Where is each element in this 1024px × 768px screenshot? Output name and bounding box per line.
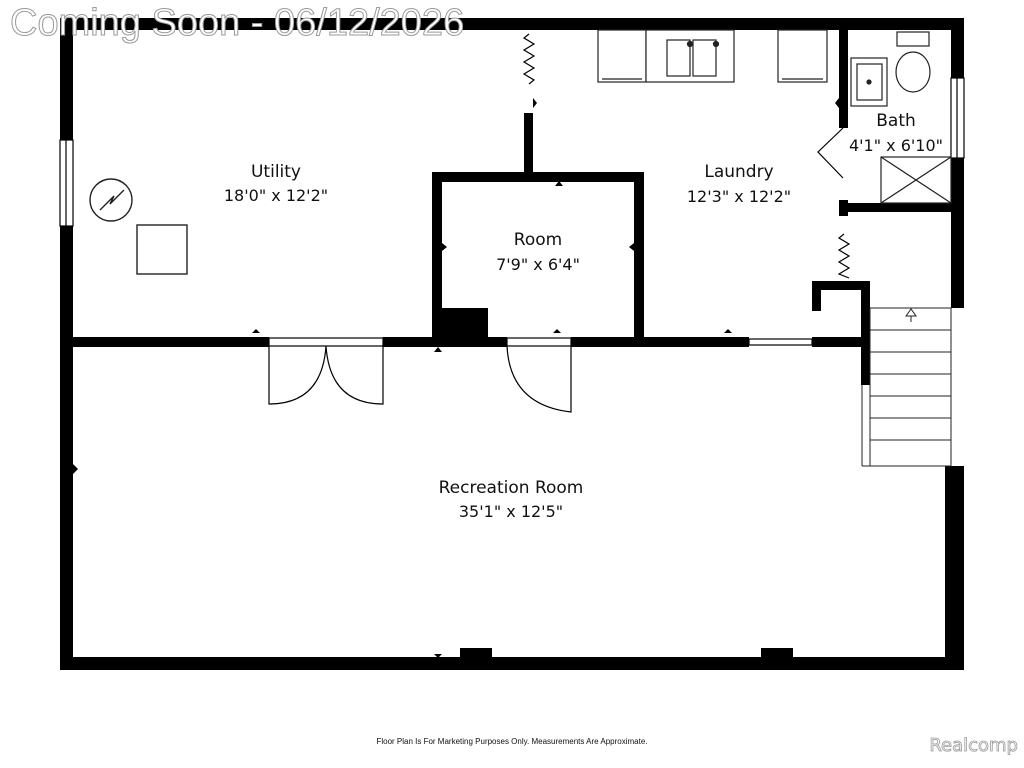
- bottom-block-1: [460, 648, 492, 660]
- doors: [268, 127, 844, 413]
- small-room-block: [442, 308, 488, 340]
- stair-wall-left: [812, 281, 821, 311]
- washer: [597, 29, 647, 83]
- outer-wall-right-upper: [951, 18, 964, 78]
- windows: [59, 77, 965, 227]
- laundry-label: Laundry: [704, 162, 773, 182]
- coming-soon-watermark: Coming Soon - 06/12/2026: [9, 2, 465, 45]
- middle-wall-b: [383, 337, 507, 347]
- bath-door: [817, 127, 844, 179]
- laundry-opening: [748, 338, 813, 346]
- small-room-top: [432, 172, 644, 182]
- bath-dims: 4'1" x 6'10": [849, 136, 943, 155]
- outer-wall-right-lower: [945, 466, 964, 670]
- room-dims: 7'9" x 6'4": [496, 255, 580, 274]
- outer-wall-right-mid: [951, 158, 964, 308]
- laundry-fixtures: [597, 29, 828, 83]
- bifold-doors: [522, 33, 851, 279]
- single-door-swing: [506, 345, 572, 413]
- utility-fixtures: [89, 178, 188, 275]
- bath-wall-bottom: [839, 203, 951, 212]
- toilet-tank: [896, 31, 930, 47]
- single-door-frame: [506, 337, 572, 347]
- recreation-room-dims: 35'1" x 12'5": [459, 502, 563, 521]
- bath-fixtures: [850, 31, 952, 204]
- double-door-frame: [268, 337, 384, 347]
- outer-wall-top: [60, 18, 964, 30]
- double-door-left-swing: [268, 345, 327, 405]
- small-room-right: [634, 172, 644, 342]
- bifold-door-laundry: [837, 233, 851, 279]
- bath-label: Bath: [876, 111, 916, 131]
- laundry-dims: 12'3" x 12'2": [687, 187, 791, 206]
- walls: [60, 18, 964, 670]
- bottom-block-2: [761, 648, 793, 660]
- bifold-door-utility: [522, 33, 536, 85]
- utility-label: Utility: [251, 162, 301, 182]
- furnace: [136, 224, 188, 275]
- disclaimer-text: Floor Plan Is For Marketing Purposes Onl…: [376, 737, 648, 746]
- stair-wall-right: [861, 281, 870, 385]
- middle-wall-a: [73, 337, 269, 347]
- middle-wall-c: [571, 337, 749, 347]
- outer-wall-left-upper: [60, 18, 73, 140]
- stair-arrow-icon: [905, 308, 917, 322]
- recreation-room-label: Recreation Room: [439, 478, 584, 498]
- realcomp-logo: Realcomp: [929, 735, 1018, 757]
- stairs: [861, 307, 952, 467]
- utility-dims: 18'0" x 12'2": [224, 186, 328, 205]
- partition-upper: [524, 113, 533, 173]
- middle-wall-d: [812, 337, 868, 347]
- dimension-ticks: [73, 98, 839, 658]
- bath-wall-left-upper: [839, 30, 848, 128]
- stair-wall-top: [812, 281, 870, 290]
- room-label: Room: [514, 230, 562, 250]
- double-door-right-swing: [325, 345, 384, 405]
- dryer: [777, 29, 828, 83]
- outer-wall-bottom: [60, 657, 964, 670]
- toilet-bowl: [895, 51, 931, 93]
- small-room-left: [432, 172, 442, 342]
- outer-wall-left-lower: [60, 226, 73, 670]
- water-heater: [89, 178, 133, 222]
